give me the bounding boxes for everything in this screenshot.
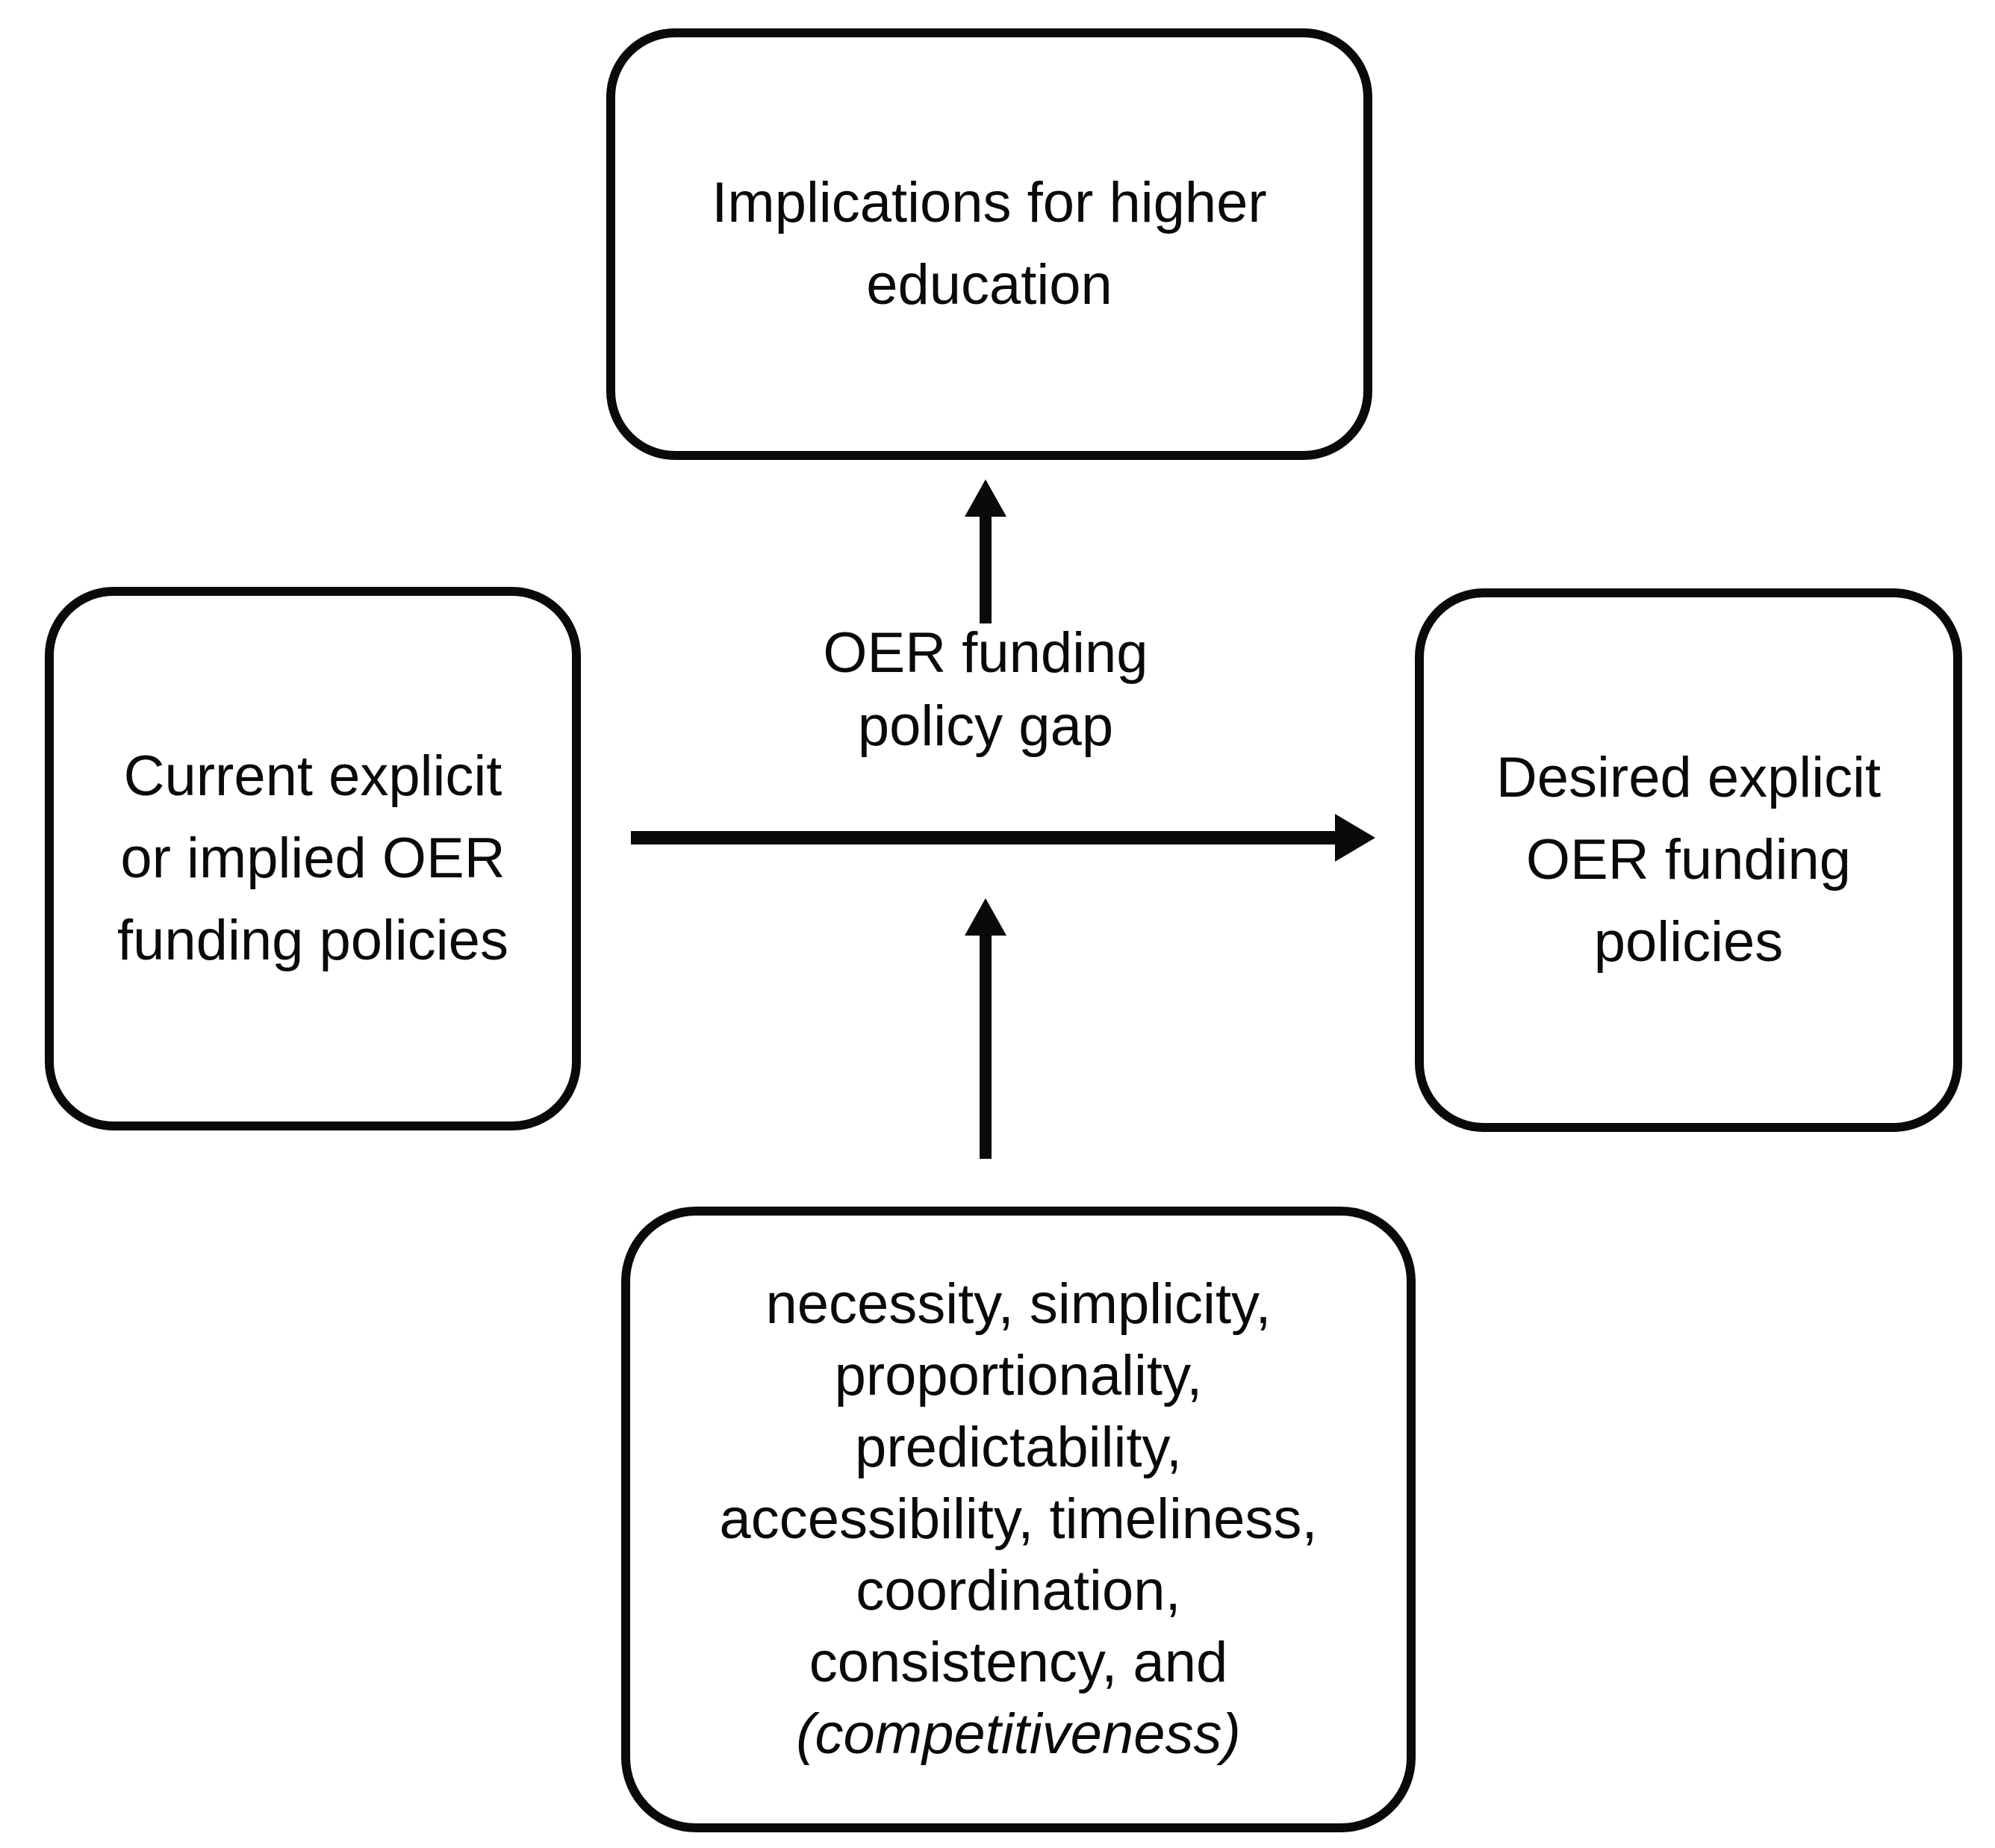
criteria-box-line-competitiveness: (competitiveness): [796, 1702, 1241, 1766]
desired-policies-box: Desired explicit OER funding policies: [1415, 588, 1962, 1132]
desired-policies-box-line: OER funding: [1525, 828, 1852, 892]
criteria-box-line: predictability,: [855, 1416, 1182, 1479]
arrow-shaft: [980, 514, 992, 623]
implications-box-line: education: [866, 253, 1112, 317]
arrow-up-head-icon: [965, 479, 1006, 517]
arrow-right-head-icon: [1335, 814, 1375, 862]
desired-policies-box-line: policies: [1593, 910, 1784, 974]
policy-gap-label: OER funding policy gap: [687, 617, 1284, 763]
arrow-up-head-icon: [965, 898, 1006, 936]
current-policies-box-line: or implied OER: [120, 827, 505, 890]
criteria-box-line: necessity, simplicity,: [765, 1272, 1272, 1336]
criteria-box-line: proportionality,: [834, 1344, 1203, 1407]
current-policies-box-line: Current explicit: [123, 744, 502, 808]
criteria-box-line: accessibility, timeliness,: [719, 1487, 1318, 1551]
arrow-shaft: [631, 831, 1336, 844]
current-policies-box: Current explicit or implied OER funding …: [45, 587, 581, 1130]
implications-box: Implications for higher education: [606, 28, 1372, 460]
arrow-shaft: [980, 933, 992, 1159]
criteria-box: necessity, simplicity, proportionality, …: [621, 1207, 1416, 1832]
policy-gap-label-line: policy gap: [857, 694, 1114, 758]
criteria-box-line: coordination,: [856, 1559, 1181, 1623]
policy-gap-label-line: OER funding: [823, 621, 1148, 685]
implications-box-line: Implications for higher: [712, 171, 1267, 234]
current-policies-box-line: funding policies: [117, 909, 508, 972]
desired-policies-box-line: Desired explicit: [1496, 746, 1882, 809]
criteria-box-line: consistency, and: [809, 1631, 1228, 1694]
